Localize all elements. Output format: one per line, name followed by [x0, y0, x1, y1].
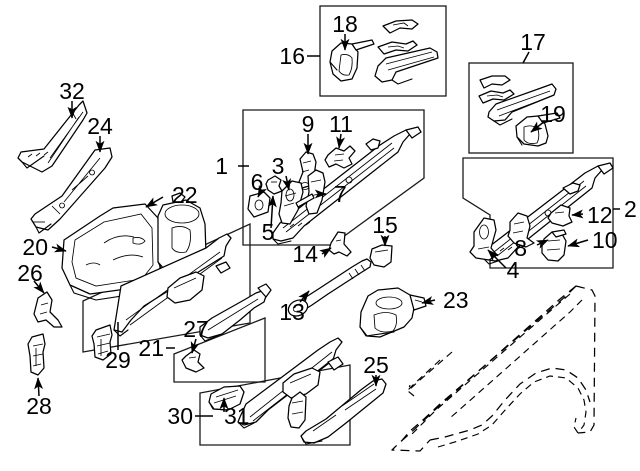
callout-number-7: 7: [334, 181, 347, 207]
leader-20: [51, 243, 67, 253]
leader-12: [571, 209, 584, 219]
callout-number-20: 20: [22, 234, 48, 260]
box-17: [468, 62, 574, 154]
box-16-contents: [329, 19, 439, 85]
callout-number-29: 29: [105, 347, 131, 373]
callout-number-18: 18: [332, 11, 358, 37]
parts-13-14-15: [287, 231, 393, 317]
callout-number-26: 26: [17, 260, 43, 286]
box-21: [173, 317, 266, 383]
leader-6: [257, 184, 268, 198]
callout-number-16: 16: [279, 43, 305, 69]
front-fender-panel-outline: [391, 285, 596, 452]
leader-5: [267, 195, 277, 229]
callout-number-4: 4: [507, 257, 520, 283]
box-30-contents: [208, 337, 344, 429]
callout-number-13: 13: [279, 299, 305, 325]
callout-number-14: 14: [292, 241, 318, 267]
callout-number-28: 28: [26, 393, 52, 419]
leader-17: [522, 51, 530, 64]
callout-number-1: 1: [215, 153, 228, 179]
callout-number-5: 5: [262, 219, 275, 245]
callout-number-12: 12: [587, 202, 613, 228]
leader-27: [190, 338, 200, 354]
callout-number-19: 19: [540, 101, 566, 127]
box-21-contents: [181, 283, 272, 373]
leader-4: [487, 249, 507, 269]
leader-11: [336, 133, 346, 149]
box-29-contents: [91, 233, 232, 361]
callout-number-24: 24: [87, 113, 113, 139]
leader-23: [421, 296, 436, 305]
callout-number-17: 17: [520, 29, 546, 55]
callout-number-25: 25: [363, 352, 389, 378]
leader-lines: [33, 34, 620, 417]
leader-19: [530, 120, 546, 133]
leader-14: [319, 247, 332, 258]
box-2: [462, 157, 614, 269]
part-25-rail: [300, 378, 387, 445]
callout-number-21: 21: [138, 335, 164, 361]
callout-number-10: 10: [592, 227, 618, 253]
part-32-rail: [17, 100, 88, 173]
leader-22: [145, 196, 164, 208]
box-1-contents: [247, 126, 422, 245]
box-2-contents: [469, 162, 614, 265]
callout-number-3: 3: [272, 153, 285, 179]
callout-number-9: 9: [302, 111, 315, 137]
group-boxes: [82, 5, 614, 446]
callout-labels: 1 2 3 4 5 6 7 8 9 10 11 12 13 14 15 16 1…: [17, 11, 637, 429]
leader-10: [567, 238, 589, 248]
callout-number-27: 27: [183, 316, 209, 342]
box-17-contents: [478, 75, 561, 147]
leader-13: [298, 290, 310, 303]
part-22-apron: [157, 192, 207, 273]
callout-number-6: 6: [251, 169, 264, 195]
leader-8: [535, 239, 549, 249]
leader-26: [33, 280, 45, 294]
part-28-bracket: [27, 333, 46, 376]
callout-number-23: 23: [443, 287, 469, 313]
callout-number-2: 2: [624, 196, 637, 222]
callout-number-8: 8: [514, 235, 527, 261]
callout-number-15: 15: [372, 212, 398, 238]
callout-number-32: 32: [59, 78, 85, 104]
leader-28: [34, 377, 44, 397]
box-1: [242, 109, 425, 246]
callout-number-30: 30: [167, 403, 193, 429]
callout-number-31: 31: [224, 403, 250, 429]
part-23-apron: [359, 287, 427, 338]
callout-number-11: 11: [329, 111, 353, 137]
leader-3: [282, 175, 292, 191]
box-30: [199, 364, 351, 446]
box-16: [319, 5, 447, 97]
part-24-rail: [30, 147, 113, 234]
part-26-bracket: [33, 291, 63, 328]
callout-number-22: 22: [172, 182, 198, 208]
part-20-wheelhouse: [61, 203, 161, 301]
